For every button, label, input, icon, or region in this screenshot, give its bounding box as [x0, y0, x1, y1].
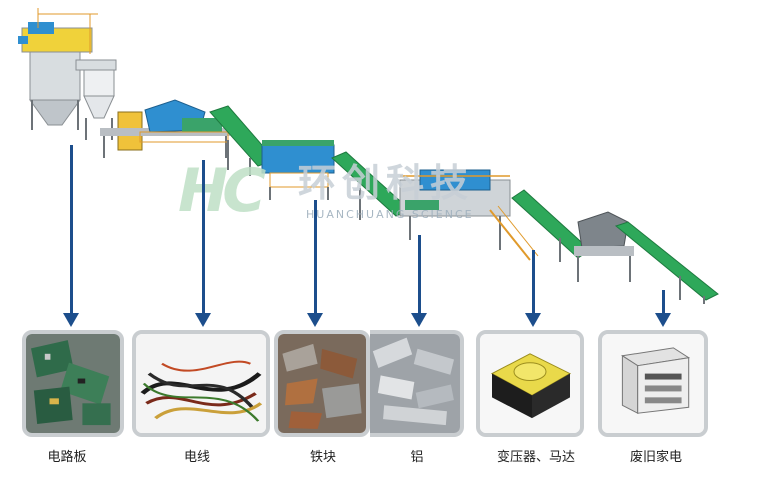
arrow-to-transformer	[525, 250, 541, 327]
sorting-platform	[399, 169, 539, 261]
aluminum-picture	[370, 334, 460, 433]
arrow-to-appliance	[655, 290, 671, 327]
aluminum-image	[370, 330, 464, 437]
pcb-image	[22, 330, 124, 437]
label-transformer: 变压器、马达	[496, 450, 575, 465]
printer-picture	[602, 334, 704, 433]
label-aluminum: 铝	[410, 450, 424, 465]
transformer-picture	[480, 334, 580, 433]
arrow-to-pcb	[63, 145, 79, 327]
shredder-station	[100, 99, 230, 158]
watermark-english-name: HUANCHUANG SCIENCE	[306, 208, 474, 221]
iron-picture	[278, 334, 366, 433]
arrow-to-aluminum	[411, 235, 427, 327]
transformer-image	[476, 330, 584, 437]
wire-picture	[136, 334, 266, 433]
appliance-image	[598, 330, 708, 437]
label-appliance: 废旧家电	[629, 450, 682, 465]
watermark-chinese-name: 环创科技	[298, 161, 475, 205]
label-iron: 铁块	[309, 450, 336, 465]
wire-image	[132, 330, 270, 437]
iron-image	[274, 330, 370, 437]
separator-unit	[261, 140, 335, 200]
arrow-to-iron	[307, 200, 323, 327]
arrow-to-wire	[195, 160, 211, 327]
crusher	[574, 211, 634, 282]
dust-collector-tower	[18, 8, 98, 130]
production-line-illustration	[18, 8, 719, 304]
pcb-picture	[26, 334, 120, 433]
company-watermark: HC 环创科技 HUANCHUANG SCIENCE	[178, 150, 518, 240]
label-wire: 电线	[183, 450, 210, 465]
feed-conveyor	[614, 221, 719, 304]
label-pcb: 电路板	[47, 450, 87, 465]
watermark-logo: HC	[178, 156, 266, 226]
